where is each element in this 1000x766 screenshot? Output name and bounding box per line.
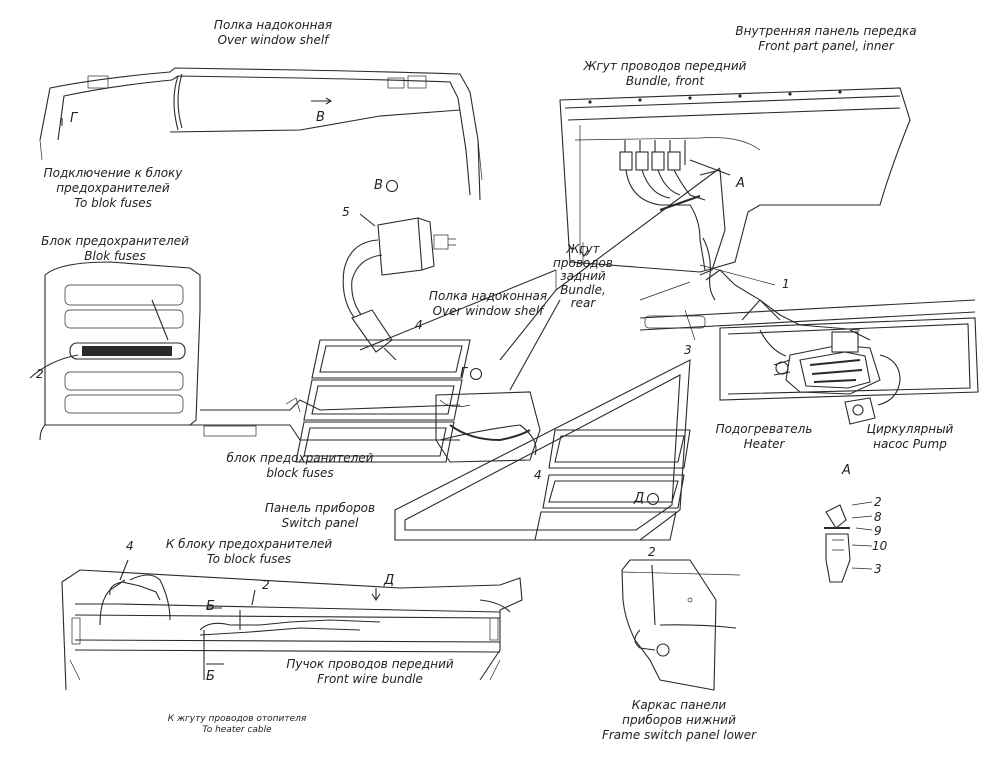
view-circle-icon (470, 367, 483, 380)
callout-4-upper: 4 (415, 318, 423, 332)
view-d-letter: Д (634, 491, 645, 506)
callout-1: 1 (782, 277, 790, 291)
front-panel-ru: Внутренняя панель передка (735, 24, 917, 38)
switch-panel-en: Switch panel (281, 516, 359, 530)
callout-2-panel: 2 (262, 578, 270, 592)
blok-fuses-ru: Блок предохранителей (41, 234, 189, 248)
view-g-letter: Г (460, 366, 468, 381)
front-panel-inner-drawing (559, 87, 911, 341)
to-block-fuses-label: К блоку предохранителей To block fuses (166, 537, 332, 567)
callout-4-panel: 4 (126, 539, 134, 553)
to-heater-cable-label: К жгуту проводов отопителя To heater cab… (168, 714, 307, 736)
detail-callout-10: 10 (872, 539, 888, 553)
connect-fuses-ru2: предохранителей (56, 181, 170, 195)
shelf-mid-en: Over window shelf (432, 304, 544, 318)
view-d-marker-panel: Д (384, 573, 395, 588)
switch-panel-drawing (61, 559, 523, 691)
exploded-panel-pieces (295, 167, 721, 541)
over-window-shelf-drawing (39, 67, 483, 201)
shelf-top-ru: Полка надоконная (213, 18, 333, 32)
view-g-marker: Г (460, 366, 483, 381)
connect-fuses-ru1: Подключение к блоку (43, 166, 183, 180)
callout-2-fuses: 2 (36, 367, 44, 381)
detail-callout-2: 2 (874, 495, 882, 509)
heater-unit-5-drawing (342, 213, 456, 361)
heater-assembly-drawing (639, 299, 979, 425)
callout-5: 5 (342, 205, 350, 219)
pump-en: насос Pump (873, 437, 947, 451)
callout-4-lower: 4 (534, 468, 542, 482)
bundle-rear-l3: задний (560, 269, 606, 283)
shelf-mid-label: Полка надоконная Over window shelf (429, 289, 547, 319)
detail-callout-8: 8 (874, 510, 882, 524)
frame-panel-ru1: Каркас панели (631, 698, 727, 712)
detail-callout-3: 3 (874, 562, 882, 576)
block-fuses-label: блок предохранителей block fuses (227, 451, 374, 481)
blok-fuses-en: Blok fuses (84, 249, 146, 263)
switch-panel-ru: Панель приборов (264, 501, 376, 515)
callout-2-frame: 2 (648, 545, 656, 559)
callout-3: 3 (684, 343, 692, 357)
view-v-marker: В (374, 178, 398, 193)
bundle-rear-label: Жгут проводов задний Bundle, rear (553, 242, 613, 311)
view-v-letter: В (374, 178, 383, 193)
frame-panel-ru2: приборов нижний (622, 713, 736, 727)
bundle-rear-l4: Bundle, (560, 282, 606, 297)
heater-label: Подогреватель Heater (716, 422, 813, 452)
bundle-front-label: Жгут проводов передний Bundle, front (584, 59, 747, 89)
fuse-block-drawing (29, 261, 461, 441)
block-fuses-ru: блок предохранителей (226, 451, 374, 465)
front-panel-label: Внутренняя панель передка Front part pan… (735, 24, 916, 54)
view-circle-icon (647, 492, 660, 505)
section-b-marker-bottom: Б (206, 669, 215, 684)
view-a-marker-top: А (736, 176, 745, 191)
view-circle-icon (385, 179, 398, 192)
block-fuses-en: block fuses (266, 466, 334, 480)
detail-a-drawing (824, 501, 873, 583)
bundle-rear-l5: rear (570, 296, 596, 310)
pump-ru: Циркулярный (866, 422, 954, 436)
front-wire-bundle-label: Пучок проводов передний Front wire bundl… (286, 657, 453, 687)
connect-fuses-label: Подключение к блоку предохранителей To b… (44, 166, 183, 211)
heater-en: Heater (743, 437, 785, 451)
switch-panel-label: Панель приборов Switch panel (265, 501, 375, 531)
shelf-top-en: Over window shelf (217, 33, 329, 47)
to-heater-cable-en: To heater cable (202, 725, 272, 735)
blok-fuses-label: Блок предохранителей Blok fuses (41, 234, 189, 264)
to-block-fuses-ru: К блоку предохранителей (165, 537, 333, 551)
heater-ru: Подогреватель (715, 422, 813, 436)
shelf-top-label: Полка надоконная Over window shelf (214, 18, 332, 48)
frame-panel-label: Каркас панели приборов нижний Frame swit… (602, 698, 756, 743)
front-wire-bundle-ru: Пучок проводов передний (286, 657, 454, 671)
shelf-mid-ru: Полка надоконная (428, 289, 548, 303)
detail-callout-9: 9 (874, 524, 882, 538)
frame-panel-en: Frame switch panel lower (601, 728, 757, 742)
frame-panel-drawing (621, 559, 741, 691)
section-b-marker-top: Б (206, 599, 215, 614)
to-block-fuses-en: To block fuses (206, 552, 292, 566)
bundle-rear-l1: Жгут (566, 242, 600, 256)
view-v-marker-top: В (316, 110, 325, 125)
connect-fuses-en: To blok fuses (74, 196, 152, 210)
view-g-marker-top: Г (70, 111, 78, 126)
front-wire-bundle-en: Front wire bundle (317, 672, 423, 686)
to-heater-cable-ru: К жгуту проводов отопителя (167, 714, 307, 724)
front-panel-en: Front part panel, inner (758, 39, 894, 53)
bundle-front-en: Bundle, front (625, 74, 705, 88)
pump-label: Циркулярный насос Pump (867, 422, 954, 452)
bundle-rear-l2: проводов (553, 255, 613, 270)
view-d-marker: Д (634, 491, 660, 506)
view-a-detail-title: А (842, 463, 851, 478)
bundle-front-ru: Жгут проводов передний (583, 59, 747, 73)
